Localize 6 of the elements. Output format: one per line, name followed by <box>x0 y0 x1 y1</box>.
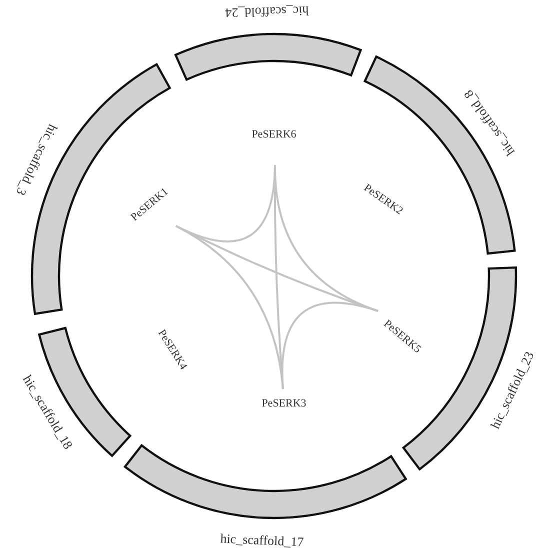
link-curve <box>176 225 284 390</box>
link-curve <box>281 302 378 390</box>
gene-label: PeSERK3 <box>262 398 306 410</box>
chromosome-label: hic_scaffold_24 <box>225 4 309 20</box>
gene-label: PeSERK6 <box>252 130 296 140</box>
chromosome-label: hic_scaffold_17 <box>220 531 304 548</box>
